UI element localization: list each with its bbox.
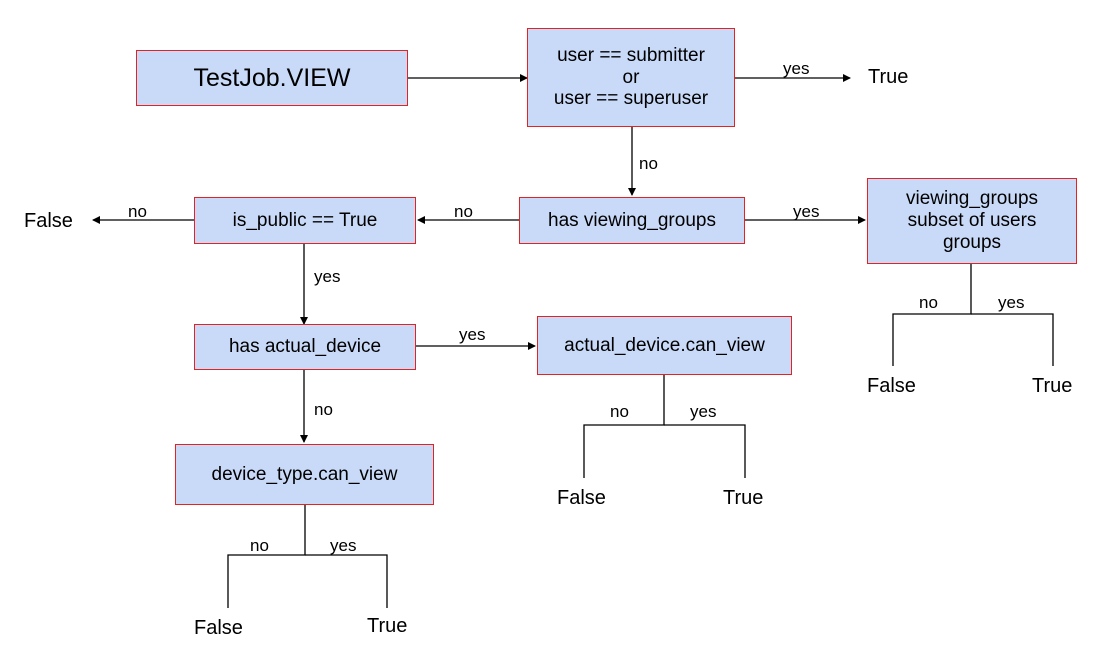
node-is-public-label: is_public == True [232, 209, 378, 231]
node-subset-of-groups: viewing_groups subset of users groups [867, 178, 1077, 264]
node-actual-device-can-view-label: actual_device.can_view [564, 334, 765, 356]
outcome-true-check: True [868, 66, 909, 88]
edge-label-type-yes: yes [330, 536, 357, 555]
edge-label-public-yes: yes [314, 267, 341, 286]
node-has-viewing-groups-label: has viewing_groups [548, 209, 716, 231]
edge-label-subset-no: no [919, 293, 938, 312]
node-subset-line1: viewing_groups [905, 188, 1039, 210]
node-device-type-can-view-label: device_type.can_view [211, 463, 398, 485]
outcome-false-subset: False [867, 375, 916, 397]
node-start-label: TestJob.VIEW [193, 63, 351, 92]
edge-label-device-no: no [314, 400, 333, 419]
node-has-actual-device-label: has actual_device [228, 336, 382, 358]
edge-label-device-yes: yes [459, 325, 486, 344]
edge-label-check-no: no [639, 154, 658, 173]
edge-label-actual-no: no [610, 402, 629, 421]
outcome-true-actual: True [723, 487, 764, 509]
outcome-true-subset: True [1032, 375, 1073, 397]
branch-subset-yes [971, 313, 1054, 366]
node-start: TestJob.VIEW [136, 50, 408, 106]
outcome-true-type: True [367, 615, 408, 637]
node-check-user-line3: user == superuser [553, 88, 709, 110]
edge-label-type-no: no [250, 536, 269, 555]
outcome-false-type: False [194, 617, 243, 639]
node-subset-line2: subset of users [907, 210, 1037, 232]
branch-type-yes [305, 554, 388, 608]
node-subset-line3: groups [942, 231, 1002, 253]
edge-label-subset-yes: yes [998, 293, 1025, 312]
node-check-user-line1: user == submitter [557, 44, 705, 66]
edge-label-groups-yes: yes [793, 202, 820, 221]
node-has-actual-device: has actual_device [194, 324, 416, 370]
node-check-user-line2: or [622, 66, 640, 88]
edge-label-check-yes: yes [783, 59, 810, 78]
branch-subset-no [892, 264, 972, 366]
edge-label-public-no: no [128, 202, 147, 221]
node-device-type-can-view: device_type.can_view [175, 444, 434, 505]
node-has-viewing-groups: has viewing_groups [519, 197, 745, 244]
node-check-user: user == submitter or user == superuser [527, 28, 735, 127]
branch-actual-no [583, 375, 665, 478]
branch-actual-yes [664, 424, 746, 478]
outcome-false-public: False [24, 210, 73, 232]
branch-type-no [227, 505, 306, 608]
outcome-false-actual: False [557, 487, 606, 509]
node-is-public: is_public == True [194, 197, 416, 244]
edge-label-groups-no: no [454, 202, 473, 221]
node-actual-device-can-view: actual_device.can_view [537, 316, 792, 375]
edge-label-actual-yes: yes [690, 402, 717, 421]
